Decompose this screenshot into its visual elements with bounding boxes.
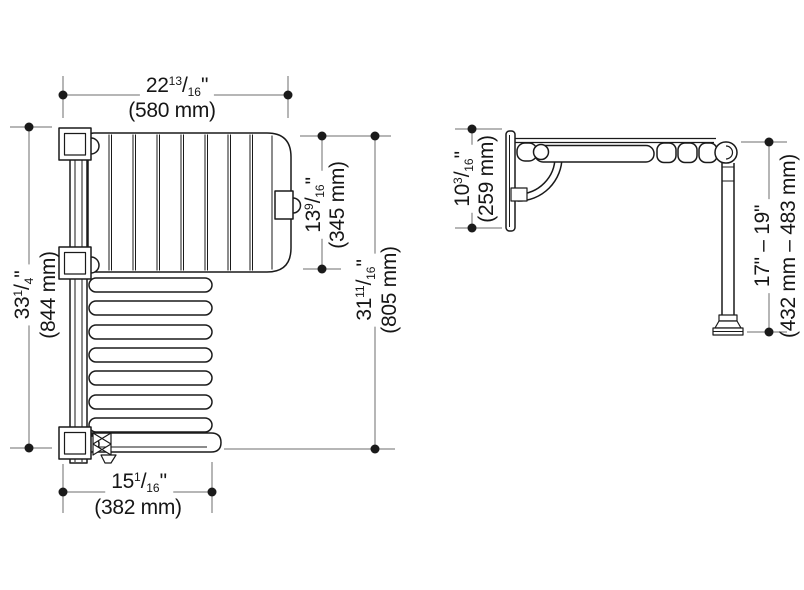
dim-dot (467, 223, 477, 233)
dim-dot (317, 264, 327, 274)
dim-dot (317, 131, 327, 141)
pivot-hinge (532, 143, 550, 161)
dim-seat-depth-inches: 151/16" (105, 470, 173, 496)
dim-dot (24, 122, 34, 132)
dim-top-width-inches: 2213/16" (139, 74, 215, 100)
dim-overall-height-inches: 3111/16" (353, 253, 379, 327)
backrest-clamp (274, 190, 302, 220)
dim-dot (370, 131, 380, 141)
dim-seat-depth-mm: (382 mm) (94, 495, 182, 519)
extension-line (455, 128, 502, 229)
dim-top-width-mm: (580 mm) (128, 98, 216, 122)
support-arm (510, 156, 563, 202)
seat-frame (91, 432, 222, 464)
leg-elbow (714, 141, 738, 164)
dim-dot (764, 327, 774, 337)
side-view (505, 130, 744, 336)
dim-seat-depth (58, 462, 217, 513)
dim-dot (467, 124, 477, 134)
backrest-slats (108, 134, 273, 271)
wall-bracket-middle (58, 246, 100, 280)
dim-dot (370, 444, 380, 454)
leg-foot (712, 314, 744, 336)
dim-overall-height-mm: (805 mm) (377, 246, 401, 334)
dim-dot (58, 90, 68, 100)
dim-dot (764, 137, 774, 147)
dim-leg-adjust-range-mm: (432 mm – 483 mm) (776, 154, 800, 338)
backrest (87, 132, 302, 273)
dim-backrest-height-mm: (345 mm) (325, 161, 349, 249)
wall-bracket-top (58, 127, 100, 161)
floor-leg (712, 141, 744, 336)
dim-dot (58, 487, 68, 497)
dim-dot (207, 487, 217, 497)
wall-rail (69, 128, 88, 464)
dim-rail-height-mm: (844 mm) (36, 251, 60, 339)
dim-backrest-height-inches: 139/16" (302, 171, 328, 239)
seat-profile (515, 137, 718, 164)
dim-dot (24, 443, 34, 453)
dim-leg-adjust-range-inches: 17" – 19" (750, 198, 776, 294)
dim-rail-height-inches: 331/4" (11, 264, 37, 326)
wall-bracket-bottom (58, 426, 112, 460)
dim-wall-plate-height-inches: 103/16" (451, 145, 477, 213)
dim-dot (283, 90, 293, 100)
seat-slats (88, 277, 213, 433)
wall-plate (505, 130, 516, 232)
dim-wall-plate-height-mm: (259 mm) (474, 135, 498, 223)
front-view (58, 127, 302, 464)
